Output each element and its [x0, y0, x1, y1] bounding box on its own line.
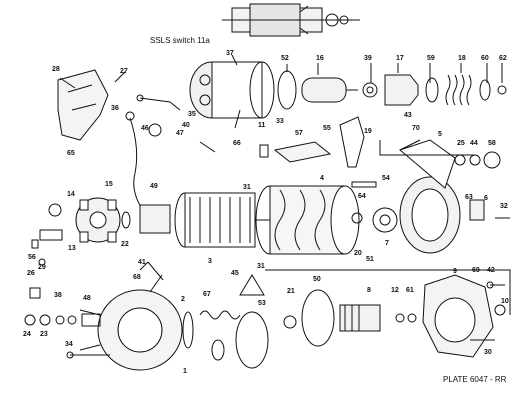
- part-label: 18: [458, 55, 466, 62]
- part-label: 32: [500, 203, 508, 210]
- nose-housing-9: [423, 275, 493, 357]
- part-label: 49: [150, 183, 158, 190]
- part-label: 7: [385, 240, 389, 247]
- part-label: 13: [68, 245, 76, 252]
- part-label: 51: [366, 256, 374, 263]
- part-label: 61: [406, 287, 414, 294]
- part-label: 8: [367, 287, 371, 294]
- part-label: 37: [226, 50, 234, 57]
- part-label: 22: [121, 241, 129, 248]
- spring-18: [446, 75, 471, 105]
- part-label: 59: [427, 55, 435, 62]
- part-label: 17: [396, 55, 404, 62]
- brush-plate-13: [76, 198, 120, 242]
- part-label: 45: [231, 270, 239, 277]
- lever-19: [340, 117, 364, 167]
- field-frame-4: [256, 186, 359, 254]
- part-label: 28: [52, 66, 60, 73]
- part-label: 63: [465, 194, 473, 201]
- part-label: 40: [182, 122, 190, 129]
- wire-49: [130, 118, 145, 213]
- part-label: 25: [457, 140, 465, 147]
- top-caption: SSLS switch 11a: [150, 36, 210, 45]
- part-label: 34: [65, 341, 73, 348]
- part-label: 41: [138, 259, 146, 266]
- part-label: 26: [27, 270, 35, 277]
- part-label: 64: [358, 193, 366, 200]
- part-label: 15: [105, 181, 113, 188]
- part-label: 58: [488, 140, 496, 147]
- part-label: 1: [183, 368, 187, 375]
- part-label: 16: [316, 55, 324, 62]
- part-label: 23: [40, 331, 48, 338]
- ring-53: [236, 312, 268, 368]
- part-label: 53: [258, 300, 266, 307]
- part-label: 31: [243, 184, 251, 191]
- spring-67: [200, 311, 240, 319]
- part-label: 24: [23, 331, 31, 338]
- part-label: 55: [323, 125, 331, 132]
- plate-57: [275, 142, 330, 162]
- ring-7: [373, 208, 397, 232]
- part-label: 6: [484, 195, 488, 202]
- part-label: 33: [276, 118, 284, 125]
- part-label: 50: [313, 276, 321, 283]
- drive-housing-5: [400, 140, 460, 253]
- part-label: 31: [257, 263, 265, 270]
- triangle-45: [240, 275, 264, 295]
- ring-50: [302, 290, 334, 346]
- part-label: 66: [233, 140, 241, 147]
- part-label: 69: [472, 267, 480, 274]
- part-label: 2: [181, 296, 185, 303]
- part-label: 19: [364, 128, 372, 135]
- part-label: 12: [391, 287, 399, 294]
- drive-pinion-8: [340, 305, 380, 331]
- o-ring-52: [278, 71, 296, 109]
- part-label: 67: [203, 291, 211, 298]
- part-label: 65: [67, 150, 75, 157]
- part-label: 38: [54, 292, 62, 299]
- part-label: 48: [83, 295, 91, 302]
- spring-housing-17: [385, 75, 418, 105]
- plunger-16: [302, 78, 346, 102]
- part-label: 10: [501, 298, 509, 305]
- part-label: 27: [120, 68, 128, 75]
- part-label: 21: [287, 288, 295, 295]
- part-label: 68: [133, 274, 141, 281]
- plate-label: PLATE 6047 - RR: [443, 375, 507, 384]
- part-label: 39: [364, 55, 372, 62]
- solenoid-assembly: [190, 62, 274, 118]
- part-label: 43: [404, 112, 412, 119]
- part-label: 44: [470, 140, 478, 147]
- part-label: 35: [188, 111, 196, 118]
- shaft-parts-48: [25, 314, 100, 326]
- part-label: 36: [111, 105, 119, 112]
- end-frame-1: [80, 290, 182, 370]
- part-label: 42: [487, 267, 495, 274]
- ssls-switch-inset: [222, 4, 360, 36]
- part-label: 11: [258, 122, 266, 129]
- part-label: 5: [438, 131, 442, 138]
- part-label: 4: [320, 175, 324, 182]
- part-label: 70: [412, 125, 420, 132]
- part-label: 62: [499, 55, 507, 62]
- shield-part: [58, 70, 108, 140]
- part-label: 52: [281, 55, 289, 62]
- part-label: 29: [38, 264, 46, 271]
- pin-6: [470, 200, 484, 220]
- part-label: 20: [354, 250, 362, 257]
- part-label: 9: [453, 268, 457, 275]
- part-label: 14: [67, 191, 75, 198]
- part-label: 54: [382, 175, 390, 182]
- part-label: 47: [176, 130, 184, 137]
- part-label: 57: [295, 130, 303, 137]
- part-label: 46: [141, 125, 149, 132]
- part-label: 30: [484, 349, 492, 356]
- armature-3: [140, 193, 270, 247]
- part-label: 3: [208, 258, 212, 265]
- part-label: 60: [481, 55, 489, 62]
- part-label: 56: [28, 254, 36, 261]
